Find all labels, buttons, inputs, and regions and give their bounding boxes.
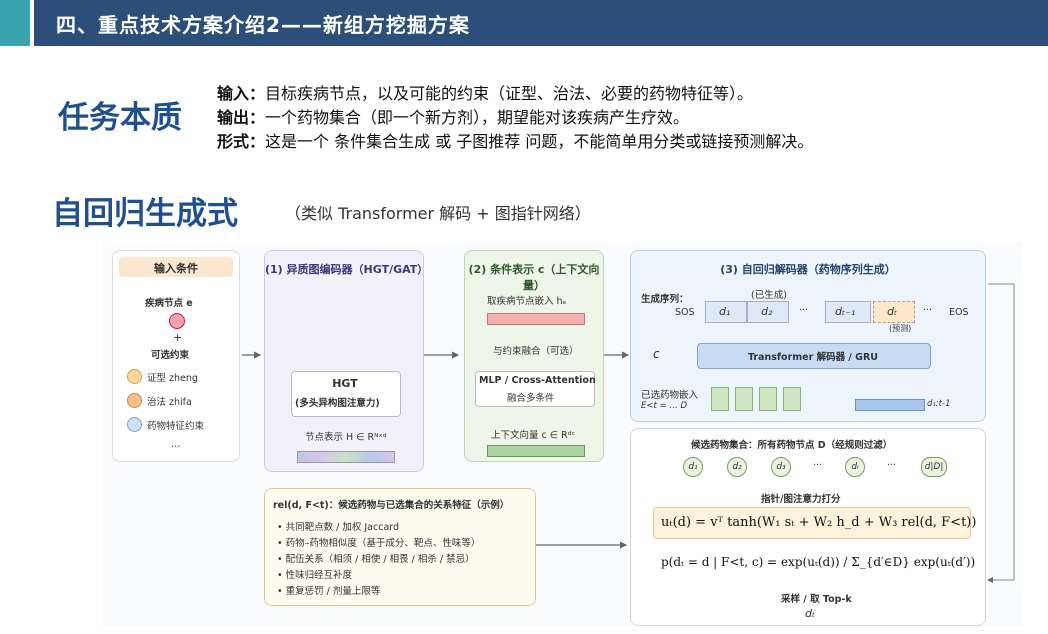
context-label: 上下文向量 c ∈ Rᵈᶜ bbox=[491, 430, 576, 441]
rel-item: • 配伍关系（相须 / 相使 / 相畏 / 相杀 / 禁忌） bbox=[277, 554, 475, 565]
output-text: 一个药物集合（即一个新方剂），期望能对该疾病产生疗效。 bbox=[265, 108, 690, 127]
slide-title: 四、重点技术方案介绍2——新组方挖掘方案 bbox=[56, 13, 470, 37]
cand-dots-2: ··· bbox=[887, 460, 897, 471]
constraint-zhifa: 治法 zhifa bbox=[147, 397, 192, 408]
rel-item: • 重复惩罚 / 剂量上限等 bbox=[277, 586, 381, 597]
mlp-label: MLP / Cross-Attention bbox=[479, 375, 596, 386]
e-right: d₁:t-1 bbox=[927, 399, 951, 409]
token-d1: d₁ bbox=[719, 305, 731, 318]
approach-heading: 自回归生成式 bbox=[52, 196, 238, 232]
score-formula: uₜ(d) = vᵀ tanh(W₁ sₜ + W₂ h_d + W₃ rel(… bbox=[661, 515, 977, 530]
node-embedding-bar bbox=[297, 451, 395, 463]
input-label: 输入： bbox=[217, 84, 266, 103]
cand-dD: d|D| bbox=[921, 457, 947, 477]
condition-box: (2) 条件表示 c（上下文向量） 取疾病节点嵌入 hₑ 与约束融合（可选） M… bbox=[464, 250, 604, 462]
architecture-figure: 输入条件 疾病节点 e + 可选约束 证型 zheng 治法 zhifa 药物特… bbox=[102, 242, 1022, 626]
header-accent bbox=[0, 0, 30, 46]
slide-header: 四、重点技术方案介绍2——新组方挖掘方案 bbox=[0, 0, 1048, 46]
disease-label: 疾病节点 e bbox=[145, 298, 193, 309]
cand-d2: d₂ bbox=[727, 457, 747, 477]
task-heading: 任务本质 bbox=[58, 100, 182, 136]
rel-item: • 药物–药物相似度（基于成分、靶点、性味等） bbox=[277, 538, 481, 549]
rel-item: • 性味归经互补度 bbox=[277, 570, 353, 581]
constraint-feature: 药物特征约束 bbox=[147, 421, 205, 432]
cand-dots: ··· bbox=[813, 460, 823, 471]
token-eos: EOS bbox=[949, 307, 969, 318]
prob-formula: p(dₜ = d | F<t, c) = exp(uₜ(d)) / Σ_{d′∈… bbox=[661, 555, 976, 569]
decoder-c: c bbox=[653, 347, 660, 361]
generated-note: (已生成) bbox=[751, 290, 787, 301]
fuse-label: 与约束融合（可选） bbox=[493, 346, 579, 357]
e-label: E<t = … D bbox=[641, 401, 688, 411]
predict-note: (预测) bbox=[889, 324, 912, 333]
decoder-title: (3) 自回归解码器（药物序列生成） bbox=[720, 263, 896, 276]
optional-label: 可选约束 bbox=[151, 350, 190, 361]
relation-title: rel(d, F<t)：候选药物与已选集合的关系特征（示例） bbox=[273, 500, 510, 511]
cand-d1: d₁ bbox=[683, 457, 703, 477]
sample-label: 采样 / 取 Top-k bbox=[781, 594, 852, 605]
input-dots: … bbox=[171, 439, 181, 450]
form-line: 形式：这是一个 条件集合生成 或 子图推荐 问题，不能简单用分类或链接预测解决。 bbox=[217, 128, 813, 152]
condition-title: (2) 条件表示 c（上下文向量） bbox=[468, 263, 600, 292]
token-sos: SOS bbox=[675, 307, 695, 318]
context-vector-bar bbox=[487, 445, 585, 457]
encoder-box: (1) 异质图编码器（HGT/GAT） HGT (多头异构图注意力) 节点表示 … bbox=[264, 250, 429, 472]
token-dots-2: ··· bbox=[923, 305, 933, 316]
form-label: 形式： bbox=[217, 132, 266, 151]
decoder-box: (3) 自回归解码器（药物序列生成） 生成序列： (已生成) SOS d₁ d₂… bbox=[630, 250, 986, 422]
output-label: 输出： bbox=[217, 108, 266, 127]
token-d2: d₂ bbox=[761, 305, 773, 318]
token-dt: dₜ bbox=[887, 305, 898, 318]
relation-box: rel(d, F<t)：候选药物与已选集合的关系特征（示例） • 共同靶点数 /… bbox=[264, 488, 536, 606]
disease-embedding-bar bbox=[487, 313, 585, 325]
rel-item: • 共同靶点数 / 加权 Jaccard bbox=[277, 522, 400, 533]
plus-sign: + bbox=[173, 331, 183, 344]
selected-emb-label: 已选药物嵌入 bbox=[641, 390, 699, 401]
header-bar bbox=[34, 0, 1048, 46]
input-line: 输入：目标疾病节点，以及可能的约束（证型、治法、必要的药物特征等）。 bbox=[217, 80, 753, 104]
mlp-sub: 融合多条件 bbox=[507, 393, 555, 404]
output-line: 输出：一个药物集合（即一个新方剂），期望能对该疾病产生疗效。 bbox=[217, 104, 689, 128]
node-repr-label: 节点表示 H ∈ Rᴺˣᵈ bbox=[305, 432, 387, 443]
input-box: 输入条件 疾病节点 e + 可选约束 证型 zheng 治法 zhifa 药物特… bbox=[112, 250, 240, 462]
hgt-sub: (多头异构图注意力) bbox=[295, 398, 380, 409]
form-text: 这是一个 条件集合生成 或 子图推荐 问题，不能简单用分类或链接预测解决。 bbox=[265, 132, 814, 151]
pointer-label: 指针/图注意力打分 bbox=[761, 494, 841, 505]
sample-dt: dₜ bbox=[805, 607, 816, 620]
token-dt-1: dₜ₋₁ bbox=[835, 305, 856, 318]
candidate-title: 候选药物集合：所有药物节点 D（经规则过滤） bbox=[691, 440, 893, 451]
input-box-title: 输入条件 bbox=[154, 262, 198, 275]
cand-d3: d₃ bbox=[771, 457, 791, 477]
hgt-label: HGT bbox=[332, 377, 358, 390]
seq-label: 生成序列： bbox=[641, 294, 689, 305]
candidate-box: 候选药物集合：所有药物节点 D（经规则过滤） d₁ d₂ d₃ ··· dᵢ ·… bbox=[630, 428, 986, 626]
encoder-title: (1) 异质图编码器（HGT/GAT） bbox=[265, 263, 429, 276]
token-dots: ··· bbox=[799, 305, 809, 316]
embed-label: 取疾病节点嵌入 hₑ bbox=[487, 296, 567, 307]
approach-subtitle: （类似 Transformer 解码 + 图指针网络） bbox=[285, 204, 591, 223]
cand-di: dᵢ bbox=[845, 457, 865, 477]
input-text: 目标疾病节点，以及可能的约束（证型、治法、必要的药物特征等）。 bbox=[265, 84, 754, 103]
constraint-zheng: 证型 zheng bbox=[147, 373, 198, 384]
decoder-model: Transformer 解码器 / GRU bbox=[747, 352, 879, 363]
